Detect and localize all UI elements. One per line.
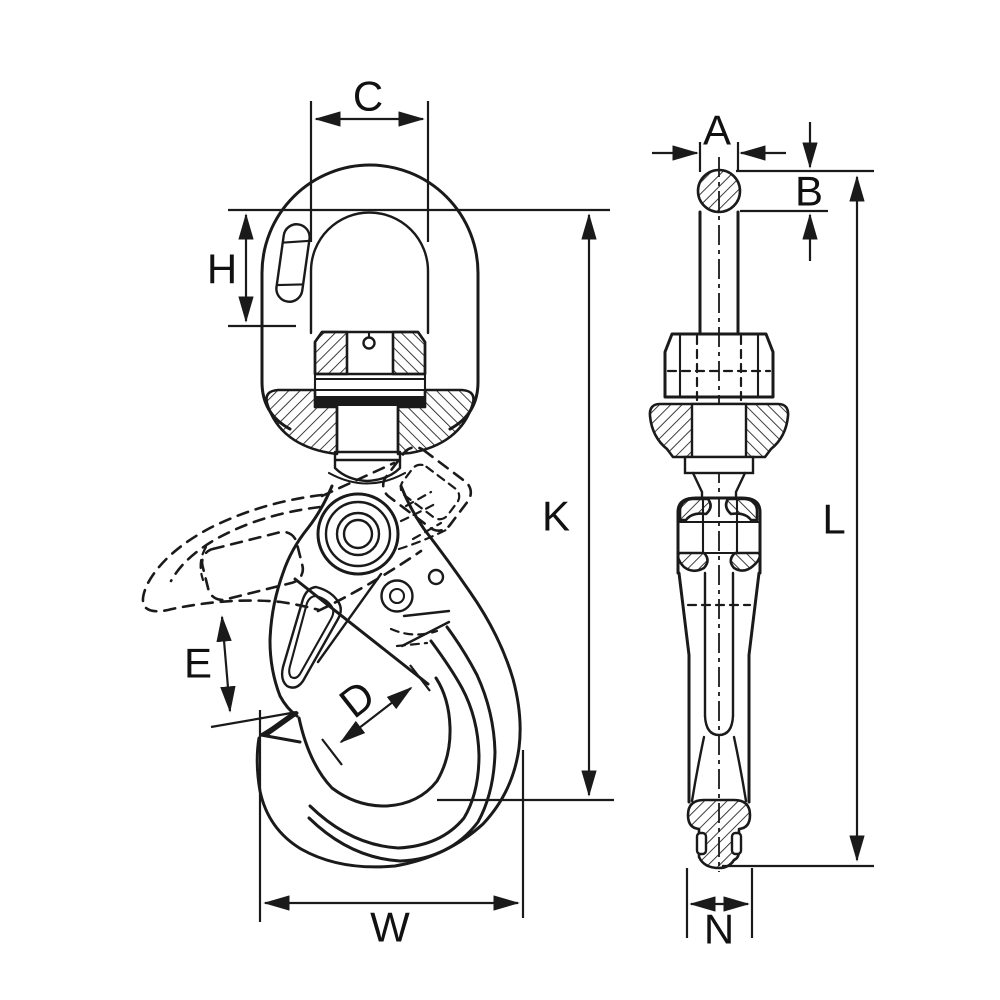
dim-label-E: E — [184, 640, 212, 687]
dimension-D: D — [321, 664, 431, 766]
dim-label-K: K — [542, 493, 570, 540]
shank-outline — [677, 571, 761, 804]
head-cap-outline — [676, 496, 762, 524]
nut-side-view — [648, 332, 790, 500]
latch-housing-phantom — [381, 446, 473, 532]
hook-head-section — [676, 496, 762, 575]
dimension-B: B — [736, 122, 874, 261]
eye-cross-section — [696, 168, 742, 336]
safety-latch-open-phantom — [141, 446, 473, 648]
collar-boss-face — [690, 402, 748, 459]
dimension-H: H — [207, 208, 610, 328]
dimension-C: C — [309, 73, 430, 242]
flange-wing-right — [396, 388, 475, 456]
eye-slot — [275, 223, 311, 303]
body-cutout-outer — [280, 585, 342, 689]
bearing-ring-band — [314, 396, 426, 406]
front-view: C H K W E D — [141, 73, 614, 951]
dimension-L: L — [722, 175, 874, 868]
bowl-inner-edge — [297, 676, 452, 808]
hook-body — [255, 484, 522, 869]
dimension-W: W — [258, 710, 525, 951]
dimension-N: N — [685, 868, 754, 953]
latch-open-outline — [141, 493, 324, 613]
eye-inner-arch — [309, 211, 430, 335]
body-left-edge — [268, 484, 334, 718]
washer — [683, 455, 755, 475]
swivel-eye — [260, 163, 480, 431]
dim-label-B: B — [795, 168, 823, 215]
upper-shank — [698, 210, 740, 336]
eye-outer-arch — [260, 163, 480, 384]
safety-latch-closed — [293, 492, 451, 686]
latch-rivet — [380, 579, 414, 613]
dim-label-D: D — [331, 671, 384, 727]
dim-label-L: L — [822, 496, 845, 543]
bowl-ridge-inner — [308, 639, 481, 850]
pivot-boss — [316, 492, 400, 576]
pivot-hole — [335, 511, 381, 557]
dimension-E: E — [184, 615, 298, 729]
dim-label-N: N — [704, 906, 734, 953]
nut-hatch-right — [391, 330, 427, 376]
flange-wing-left — [265, 388, 339, 456]
nut-pin-hole — [362, 336, 376, 350]
dim-label-H: H — [207, 246, 237, 293]
spring-pin — [427, 568, 445, 586]
dim-label-A: A — [703, 107, 731, 154]
hook-shank-side — [677, 571, 761, 804]
tip-cross-section — [686, 798, 752, 870]
eye-section-hatched — [696, 168, 742, 214]
swivel-nut-assembly — [265, 330, 475, 485]
bowl-outer-edge — [255, 484, 522, 869]
dim-label-W: W — [370, 904, 410, 951]
nut-hatch-left — [313, 330, 349, 376]
side-view: A B L N — [648, 107, 874, 953]
latch-front-edge — [293, 577, 430, 686]
nut-side-outline — [663, 332, 775, 399]
dimension-A: A — [652, 107, 786, 172]
dimension-K: K — [437, 213, 614, 802]
latch-open-grip — [200, 530, 305, 602]
dim-label-C: C — [353, 73, 383, 120]
bowl-ridge-outer — [307, 625, 497, 863]
